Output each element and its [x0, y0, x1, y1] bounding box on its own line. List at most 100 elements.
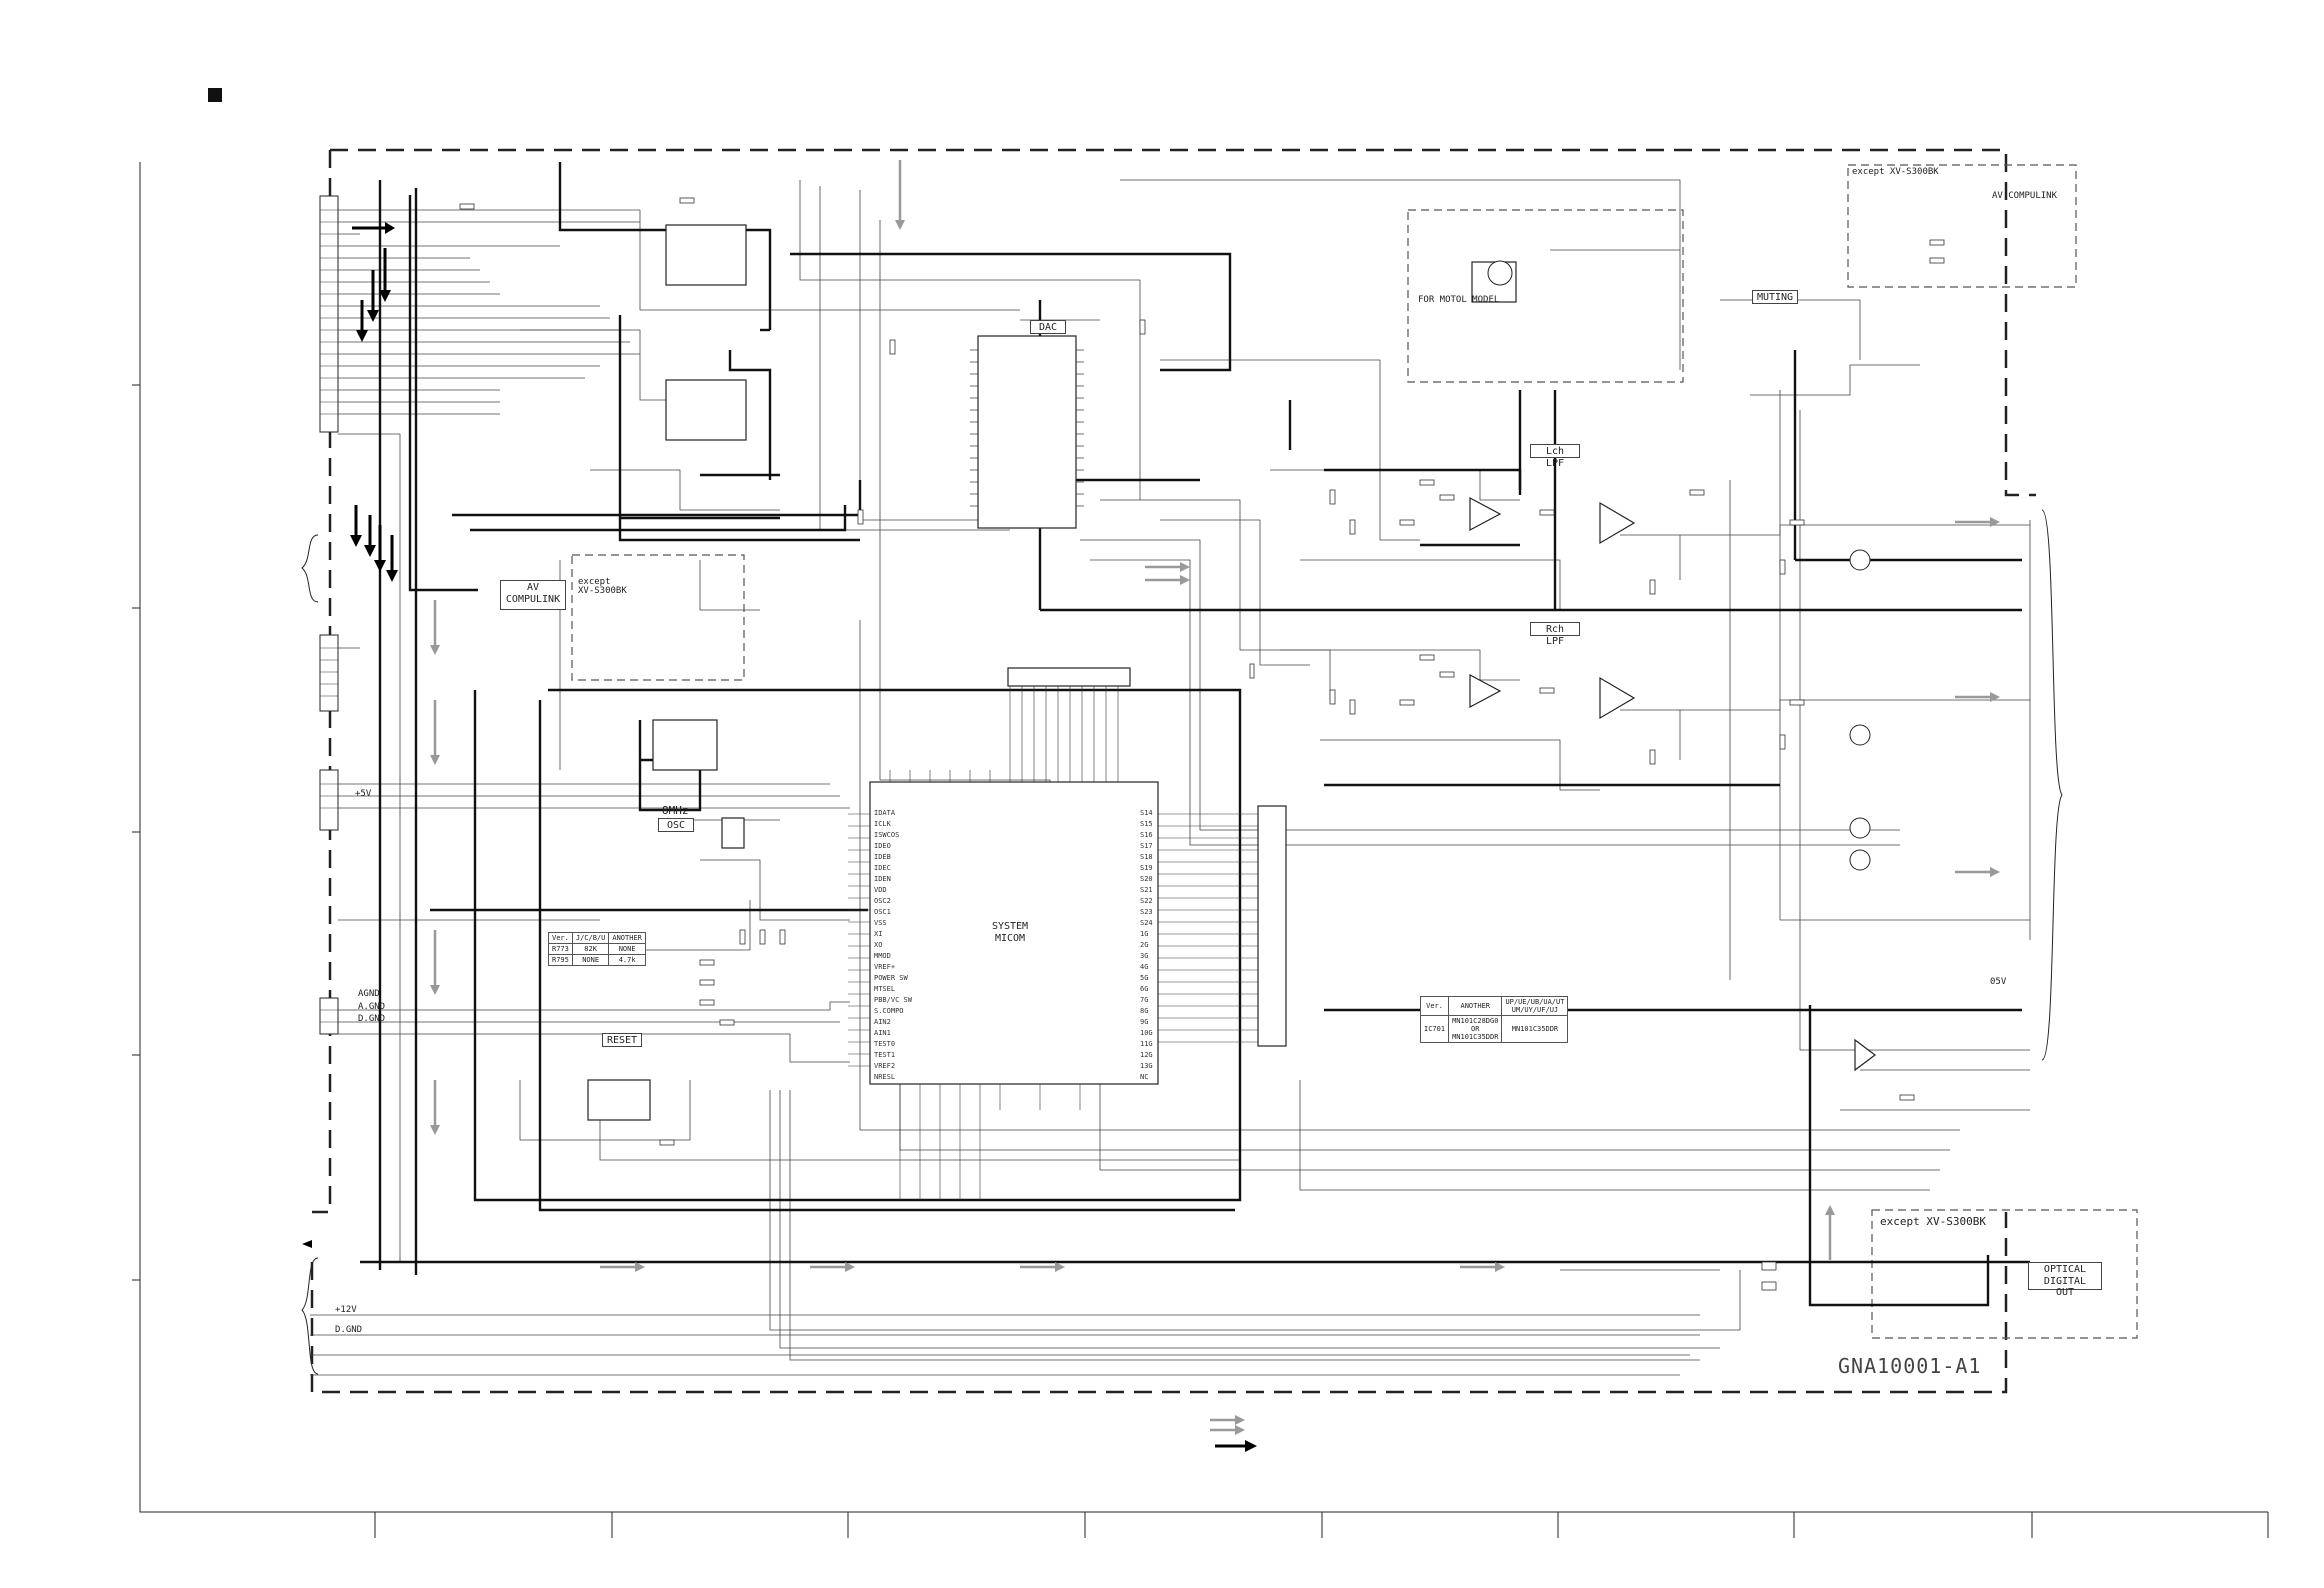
micom-pin-label: 7G — [1140, 996, 1149, 1004]
micom-pin-label: TEST1 — [874, 1051, 896, 1059]
wire-12v-label: +12V — [335, 1305, 357, 1315]
micom-pin-label: S16 — [1140, 831, 1153, 839]
micom-pin-label: IDEB — [874, 853, 891, 861]
cell: 4.7k — [608, 954, 646, 966]
micom-pin-label: S17 — [1140, 842, 1153, 850]
cell: Ver. — [1419, 996, 1450, 1016]
cell: MN101C28DG0 OR MN101C35DDR — [1448, 1015, 1503, 1043]
micom-pin-label: IDEO — [874, 842, 891, 850]
micom-pin-label: 5G — [1140, 974, 1149, 982]
micom-pin-label: S14 — [1140, 809, 1153, 817]
micom-pin-label: PBB/VC SW — [874, 996, 912, 1004]
cell: 82K — [571, 943, 610, 955]
transistors — [1487, 260, 1871, 871]
ic-pin-stubs — [970, 349, 1084, 507]
micom-pin-label: S18 — [1140, 853, 1153, 861]
section-marker — [208, 88, 222, 102]
thick-wiring — [360, 162, 2030, 1307]
cell: MN101C35DDR — [1501, 1015, 1569, 1043]
micom-pin-label: VSS — [874, 919, 887, 927]
av-compulink-topright: AV COMPULINK — [1992, 191, 2058, 201]
signal-arrows — [430, 160, 2000, 1435]
lch-lpf-label: Lch LPF — [1530, 444, 1580, 469]
except-label-bottomright: except XV-S300BK — [1880, 1215, 1986, 1228]
op-amps — [1469, 497, 1876, 1072]
osc-label: OSC — [658, 818, 694, 832]
cell: R773 — [548, 943, 573, 955]
cell: IC701 — [1419, 1015, 1450, 1043]
ic-blocks — [587, 224, 1517, 1121]
wire-5v-label: +5V — [355, 789, 372, 799]
micom-pin-label: TEST0 — [874, 1040, 896, 1048]
micom-pin-label: S22 — [1140, 897, 1153, 905]
micom-pin-label: OSC1 — [874, 908, 891, 916]
rch-lpf-label: Rch LPF — [1530, 622, 1580, 647]
muting-label: MUTING — [1752, 290, 1798, 304]
left-connector — [319, 195, 339, 1035]
page-frame — [139, 162, 2268, 1513]
optical-digital-out: OPTICAL DIGITAL OUT — [2028, 1262, 2102, 1298]
micom-pin-label: XO — [874, 941, 883, 949]
except-label-left: except XV-S300BK — [578, 577, 627, 596]
wire-agnd-bottom-label: D.GND — [335, 1325, 363, 1335]
cell: UP/UE/UB/UA/UT UM/UY/UF/UJ — [1501, 996, 1569, 1016]
connector-pins — [320, 209, 338, 1023]
micom-pin-label: 2G — [1140, 941, 1149, 949]
micom-pin-label: S23 — [1140, 908, 1153, 916]
micom-pin-label: 8G — [1140, 1007, 1149, 1015]
cell: Ver. — [548, 932, 573, 944]
micom-pin-label: AIN2 — [874, 1018, 891, 1026]
micom-pin-label: S.COMPO — [874, 1007, 904, 1015]
dac-label: DAC — [1030, 320, 1066, 334]
micom-pin-label: VDD — [874, 886, 887, 894]
except-label-topright: except XV-S300BK — [1852, 167, 1939, 177]
micom-pin-label: VREF2 — [874, 1062, 896, 1070]
micom-pin-stubs — [848, 686, 1258, 1200]
black-arrows — [352, 226, 1245, 1448]
cell: ANOTHER — [608, 932, 646, 944]
micom-pin-label: 3G — [1140, 952, 1149, 960]
micom-pin-label: 4G — [1140, 963, 1149, 971]
system-micom-label: SYSTEM MICOM — [980, 920, 1040, 950]
cell: ANOTHER — [1448, 996, 1503, 1016]
cell: NONE — [608, 943, 646, 955]
micom-pin-label: S24 — [1140, 919, 1153, 927]
reset-label: RESET — [602, 1033, 642, 1047]
micom-pin-label: MMOD — [874, 952, 891, 960]
black-arrow-heads — [302, 222, 1257, 1452]
micom-pin-label: NRESL — [874, 1073, 896, 1081]
braces — [301, 509, 2063, 1375]
wire-05v-label: 05V — [1990, 977, 2007, 987]
cell: NONE — [571, 954, 610, 966]
wire-dgnd-label: D.GND — [358, 1014, 386, 1024]
av-compulink-label: AV COMPULINK — [500, 580, 566, 610]
micom-pin-label: AIN1 — [874, 1029, 891, 1037]
thin-wiring — [310, 179, 2031, 1376]
micom-pin-label: 1G — [1140, 930, 1149, 938]
micom-pin-label: 13G — [1140, 1062, 1153, 1070]
board-outline — [310, 148, 2036, 1394]
osc-freq-label: 8MHz — [662, 804, 689, 817]
micom-pin-label: S15 — [1140, 820, 1153, 828]
micom-pin-label: POWER SW — [874, 974, 908, 982]
micom-pin-label: 11G — [1140, 1040, 1153, 1048]
micom-pin-label: 12G — [1140, 1051, 1153, 1059]
micom-pin-label: IDEN — [874, 875, 891, 883]
cell: R795 — [548, 954, 573, 966]
wire-agnd-label: AGND — [358, 989, 380, 999]
frame-ticks — [132, 384, 2269, 1538]
cell: J/C/B/U — [571, 932, 610, 944]
micom-pin-label: IDEC — [874, 864, 891, 872]
micom-pin-label: 10G — [1140, 1029, 1153, 1037]
micom-pin-label: VREF+ — [874, 963, 896, 971]
micom-pin-label: IDATA — [874, 809, 896, 817]
wire-agnd2-label: A.GND — [358, 1002, 386, 1012]
micom-pin-label: MTSEL — [874, 985, 896, 993]
board-id: GNA10001-A1 — [1838, 1354, 1982, 1378]
for-motor-label: FOR MOTOL MODEL — [1418, 295, 1500, 305]
sub-outlines — [571, 164, 2138, 1339]
micom-pin-label: S21 — [1140, 886, 1153, 894]
